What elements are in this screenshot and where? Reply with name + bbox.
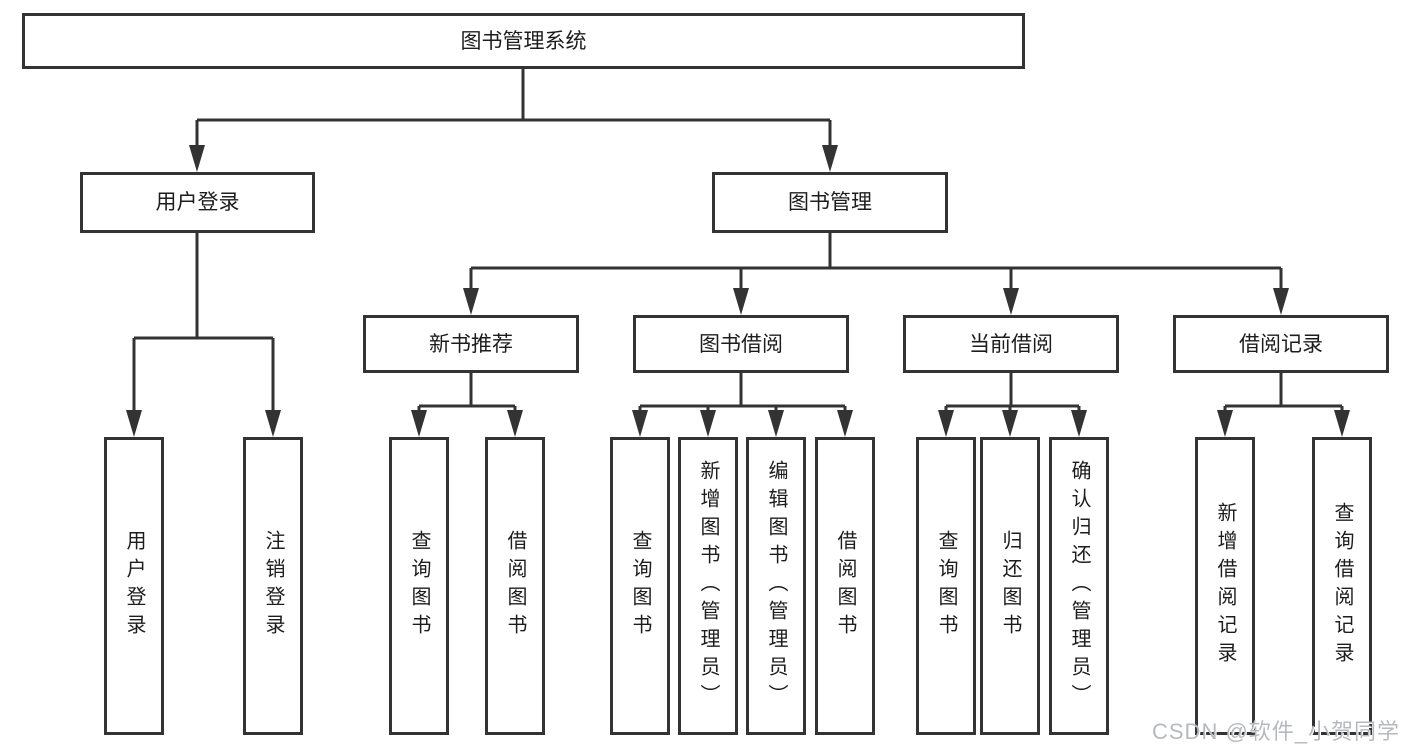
tree-arrowheads <box>126 145 1350 437</box>
node-new-book-recommendation: 新书推荐 <box>363 315 579 373</box>
leaf-user-login: 用户登录 <box>104 437 164 735</box>
leaf-newbook-query-books: 查询图书 <box>389 437 449 735</box>
leaf-borrow-borrow-books: 借阅图书 <box>815 437 875 735</box>
node-user-login: 用户登录 <box>80 172 315 233</box>
leaf-records-query-borrow-record: 查询借阅记录 <box>1312 437 1372 735</box>
leaf-records-add-borrow-record: 新增借阅记录 <box>1195 437 1255 735</box>
node-borrowing-records: 借阅记录 <box>1173 315 1389 373</box>
node-current-borrowing: 当前借阅 <box>903 315 1119 373</box>
node-book-management: 图书管理 <box>712 172 948 233</box>
leaf-current-query-books: 查询图书 <box>916 437 976 735</box>
leaf-newbook-borrow-books: 借阅图书 <box>485 437 545 735</box>
leaf-current-return-books: 归还图书 <box>980 437 1040 735</box>
leaf-borrow-query-books: 查询图书 <box>610 437 670 735</box>
leaf-borrow-edit-books-admin: 编辑图书（管理员） <box>746 437 806 735</box>
csdn-watermark: CSDN @软件_小贺同学 <box>1152 719 1401 744</box>
leaf-current-confirm-return-admin: 确认归还（管理员） <box>1049 437 1109 735</box>
node-book-borrowing: 图书借阅 <box>633 315 849 373</box>
leaf-borrow-add-books-admin: 新增图书（管理员） <box>678 437 738 735</box>
node-library-management-system: 图书管理系统 <box>22 13 1025 69</box>
leaf-logout: 注销登录 <box>243 437 303 735</box>
